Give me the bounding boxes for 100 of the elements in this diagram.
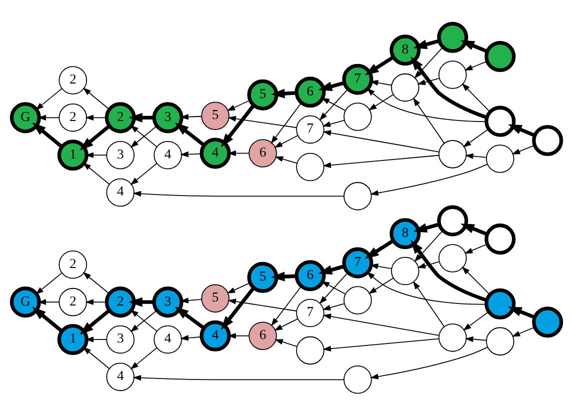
arrow [410, 56, 488, 119]
node-circle [484, 105, 516, 136]
arrow [82, 272, 110, 294]
arrow [174, 306, 205, 329]
arrow [38, 298, 60, 304]
arrow [370, 163, 488, 196]
node-circle [438, 140, 467, 168]
arrow [417, 77, 440, 84]
node-circle [438, 323, 467, 352]
arrow [321, 97, 346, 110]
arrow [130, 162, 158, 185]
arrow [368, 277, 394, 294]
node-circle [484, 40, 516, 72]
node-circle: 2 [58, 66, 88, 94]
node-circle: 7 [342, 246, 374, 278]
arrow [462, 310, 490, 330]
node-circle [344, 365, 372, 394]
arrow [32, 122, 63, 148]
arrow [465, 336, 487, 342]
arrow [226, 99, 251, 110]
node-circle: 3 [152, 286, 184, 318]
arrow [414, 230, 444, 262]
arrow [512, 144, 536, 154]
node-circle: 7 [342, 63, 374, 94]
arrow [85, 336, 107, 342]
node-circle [437, 204, 468, 236]
arrow [82, 162, 110, 184]
arrow [85, 152, 107, 158]
arrow [128, 112, 154, 122]
arrow [318, 80, 345, 91]
arrow [270, 102, 302, 144]
arrow [322, 338, 440, 352]
node-circle: 4 [154, 324, 182, 354]
arrow [180, 114, 202, 120]
node-circle: 5 [247, 78, 278, 110]
arrow [226, 282, 251, 294]
node-circle [532, 124, 564, 156]
node-circle [484, 223, 516, 254]
node-circle: 6 [294, 260, 326, 291]
arrow [321, 280, 346, 294]
arrow [174, 122, 205, 146]
node-circle: 1 [57, 323, 88, 354]
node-circle: G [10, 102, 41, 133]
node-circle: 2 [104, 102, 136, 133]
arrow [228, 115, 297, 128]
node-circle: 6 [248, 321, 277, 350]
arrow [130, 346, 158, 370]
arrow [85, 298, 107, 304]
arrow [417, 260, 440, 268]
node-circle [438, 60, 467, 88]
arrow [462, 82, 490, 112]
arrow [180, 297, 202, 303]
node-circle [437, 21, 468, 52]
node-circle: 4 [200, 320, 231, 351]
arrow [128, 296, 154, 306]
arrow [80, 308, 110, 334]
arrow [370, 262, 392, 269]
node-circle: 7 [296, 114, 324, 144]
arrow [319, 272, 348, 304]
arrow [220, 104, 256, 147]
arrow [414, 46, 444, 78]
node-circle [344, 102, 372, 130]
arrow [228, 298, 297, 311]
arrow [512, 326, 536, 336]
arrow [228, 150, 250, 156]
node-circle: 2 [104, 286, 136, 318]
arrow [319, 88, 348, 120]
arrow [462, 128, 490, 147]
arrow [460, 223, 488, 236]
arrow [366, 271, 487, 304]
arrow [35, 88, 62, 110]
node-circle: 4 [106, 178, 135, 206]
arrow [322, 313, 440, 336]
arrow [364, 238, 394, 258]
node-circle: 6 [294, 76, 326, 108]
node-circle [532, 306, 564, 338]
arrow [32, 306, 63, 332]
arrow [82, 87, 110, 110]
arrow [271, 285, 302, 326]
node-circle [438, 244, 467, 272]
arrow [228, 332, 250, 338]
node-circle [391, 72, 420, 102]
node-circle [296, 336, 324, 364]
node-circle: 6 [248, 138, 277, 167]
arrow [462, 266, 490, 295]
arrow [413, 38, 440, 49]
arrow [274, 134, 298, 148]
arrow [322, 154, 440, 168]
node-circle: 5 [201, 284, 230, 312]
arrow [322, 130, 440, 152]
arrow [38, 114, 60, 120]
node-circle: 5 [201, 101, 230, 130]
arrow [132, 190, 344, 196]
arrow [413, 280, 445, 327]
node-circle: G [10, 286, 41, 318]
node-circle [486, 326, 514, 355]
node-circle: 2 [58, 250, 88, 278]
arrow [85, 114, 107, 120]
node-circle [484, 288, 516, 319]
node-circle: 1 [57, 139, 88, 170]
